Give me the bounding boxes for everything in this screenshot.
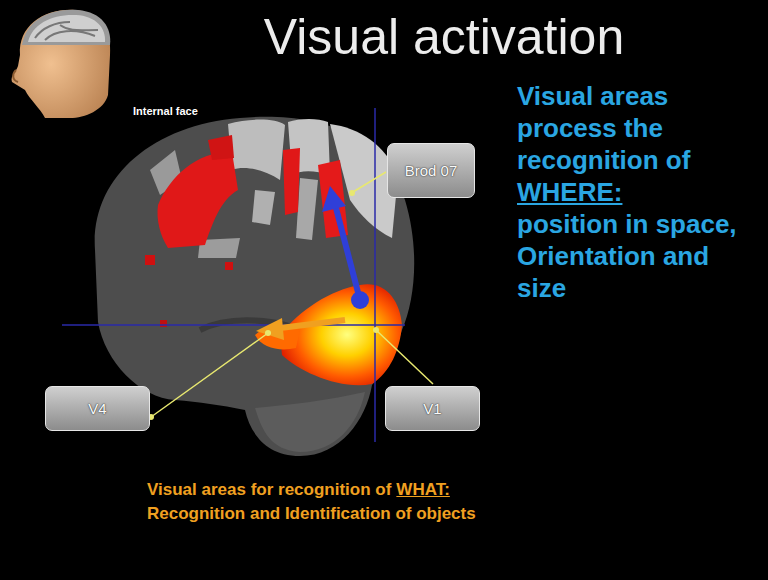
where-text: position in space, Orientation and size [517,208,757,304]
area-label-box: V1 [385,386,480,431]
what-note: Visual areas for recognition of WHAT: Reco… [147,478,537,526]
where-keyword: WHERE: [517,176,757,208]
what-text: Recognition and Identification of object… [147,502,537,526]
what-keyword: WHAT: [396,480,450,499]
what-text: Visual areas for recognition of [147,480,391,499]
where-text: Visual areas process the recognition of [517,80,757,176]
area-name: V4 [88,400,106,417]
area-label-box: V4 [45,386,150,431]
where-note: Visual areas process the recognition ofW… [517,80,757,304]
slide-title: Visual activation [0,8,768,66]
area-name: V1 [423,400,441,417]
view-caption: Internal face [133,105,198,117]
area-name: Brod 07 [405,162,458,179]
caption-group: Internal face [133,101,198,119]
area-label-box: Brod 07 [387,143,475,198]
head-icon [12,10,111,118]
